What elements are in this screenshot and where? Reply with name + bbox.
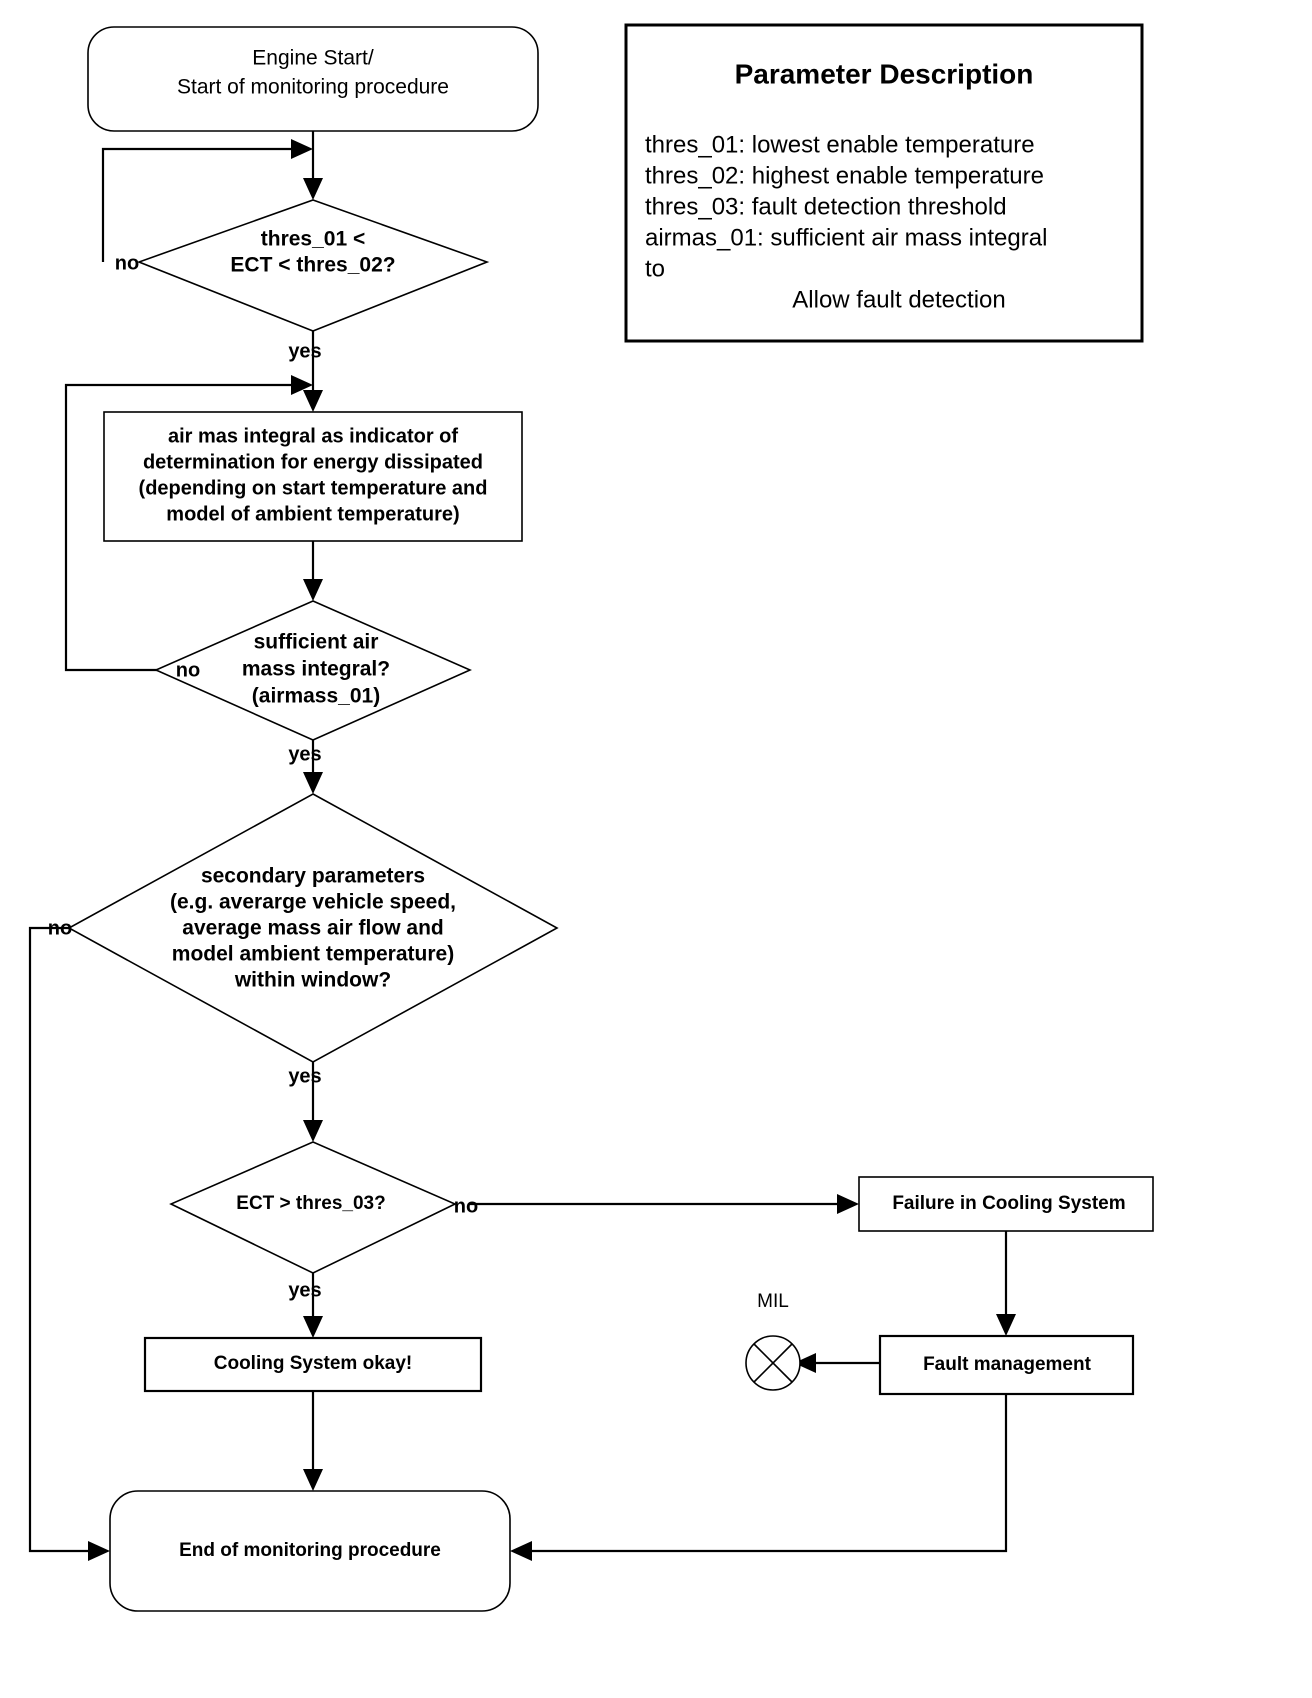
legend-line-3: thres_03: fault detection threshold bbox=[645, 193, 1007, 220]
edge-label-airmass-yes: yes bbox=[288, 743, 321, 765]
edge-failure-to-fault-mgmt bbox=[996, 1231, 1016, 1336]
edge-airmass-no-loop bbox=[64, 375, 313, 672]
node-start: Engine Start/ Start of monitoring proced… bbox=[87, 26, 539, 132]
edge-fault-mgmt-to-mil bbox=[794, 1353, 880, 1373]
legend-parameter-description: Parameter Description thres_01: lowest e… bbox=[624, 23, 1144, 343]
node-decision-thres03: ECT > thres_03? bbox=[169, 1141, 457, 1274]
node-decision-secondary: secondary parameters (e.g. averarge vehi… bbox=[67, 793, 559, 1063]
edge-label-secondary-yes: yes bbox=[288, 1065, 321, 1087]
edge-fault-mgmt-to-end bbox=[510, 1394, 1008, 1561]
node-decision-ect-window: thres_01 < ECT < thres_02? bbox=[136, 199, 490, 332]
legend-line-4: airmas_01: sufficient air mass integral bbox=[645, 224, 1047, 251]
edge-cooling-ok-to-end bbox=[303, 1391, 323, 1491]
dec-secondary-line-5: within window? bbox=[234, 969, 391, 992]
node-decision-airmass: sufficient air mass integral? (airmass_0… bbox=[154, 600, 472, 741]
proc-airmass-line-2: determination for energy dissipated bbox=[143, 451, 483, 473]
end-label: End of monitoring procedure bbox=[179, 1540, 441, 1561]
legend-line-5: to bbox=[645, 255, 665, 282]
edge-secondary-yes bbox=[303, 1062, 323, 1142]
edge-label-secondary-no: no bbox=[48, 917, 72, 939]
edge-label-thres03-yes: yes bbox=[288, 1279, 321, 1301]
dec-ect-window-line-2: ECT < thres_02? bbox=[230, 254, 395, 277]
node-process-fault-mgmt: Fault management bbox=[878, 1334, 1135, 1396]
start-line-1: Engine Start/ bbox=[252, 47, 374, 70]
edge-ect-window-yes bbox=[303, 331, 323, 412]
dec-ect-window-line-1: thres_01 < bbox=[261, 228, 366, 251]
legend-line-1: thres_01: lowest enable temperature bbox=[645, 131, 1035, 158]
edge-start-to-ect-window bbox=[303, 131, 323, 200]
dec-secondary-line-2: (e.g. averarge vehicle speed, bbox=[170, 891, 456, 914]
dec-airmass-line-2: mass integral? bbox=[242, 658, 390, 681]
edge-label-airmass-no: no bbox=[176, 659, 200, 681]
proc-airmass-line-4: model of ambient temperature) bbox=[166, 503, 459, 525]
proc-failure-label: Failure in Cooling System bbox=[892, 1193, 1125, 1214]
start-line-2: Start of monitoring procedure bbox=[177, 76, 449, 99]
mil-indicator: MIL bbox=[745, 1291, 801, 1391]
edge-thres03-yes bbox=[303, 1273, 323, 1338]
dec-airmass-line-1: sufficient air bbox=[254, 631, 379, 654]
node-end: End of monitoring procedure bbox=[109, 1490, 511, 1612]
edge-label-thres03-no: no bbox=[454, 1195, 478, 1217]
mil-label: MIL bbox=[757, 1291, 789, 1312]
dec-secondary-line-1: secondary parameters bbox=[201, 865, 425, 888]
edge-ect-window-no-loop bbox=[101, 139, 313, 262]
edge-label-ect-window-no: no bbox=[115, 252, 139, 274]
dec-thres03-line-1: ECT > thres_03? bbox=[236, 1193, 385, 1214]
node-process-airmass: air mas integral as indicator of determi… bbox=[103, 411, 523, 542]
legend-title: Parameter Description bbox=[735, 58, 1034, 89]
node-process-failure: Failure in Cooling System bbox=[858, 1176, 1154, 1232]
edge-thres03-no bbox=[470, 1194, 859, 1214]
legend-line-2: thres_02: highest enable temperature bbox=[645, 162, 1044, 189]
proc-fault-mgmt-label: Fault management bbox=[923, 1354, 1092, 1375]
proc-airmass-line-3: (depending on start temperature and bbox=[139, 477, 488, 499]
edge-secondary-no-loop bbox=[28, 926, 110, 1561]
edge-airmass-yes bbox=[303, 740, 323, 794]
dec-secondary-line-3: average mass air flow and bbox=[182, 917, 443, 940]
mil-circle-x-icon bbox=[745, 1335, 801, 1391]
dec-airmass-line-3: (airmass_01) bbox=[252, 685, 380, 708]
legend-footer: Allow fault detection bbox=[792, 286, 1005, 313]
node-process-cooling-ok: Cooling System okay! bbox=[143, 1336, 483, 1393]
dec-secondary-line-4: model ambient temperature) bbox=[172, 943, 454, 966]
proc-cooling-ok-label: Cooling System okay! bbox=[214, 1353, 413, 1374]
edge-label-ect-window-yes: yes bbox=[288, 340, 321, 362]
proc-airmass-line-1: air mas integral as indicator of bbox=[168, 425, 458, 447]
edge-process-to-airmass bbox=[303, 541, 323, 601]
